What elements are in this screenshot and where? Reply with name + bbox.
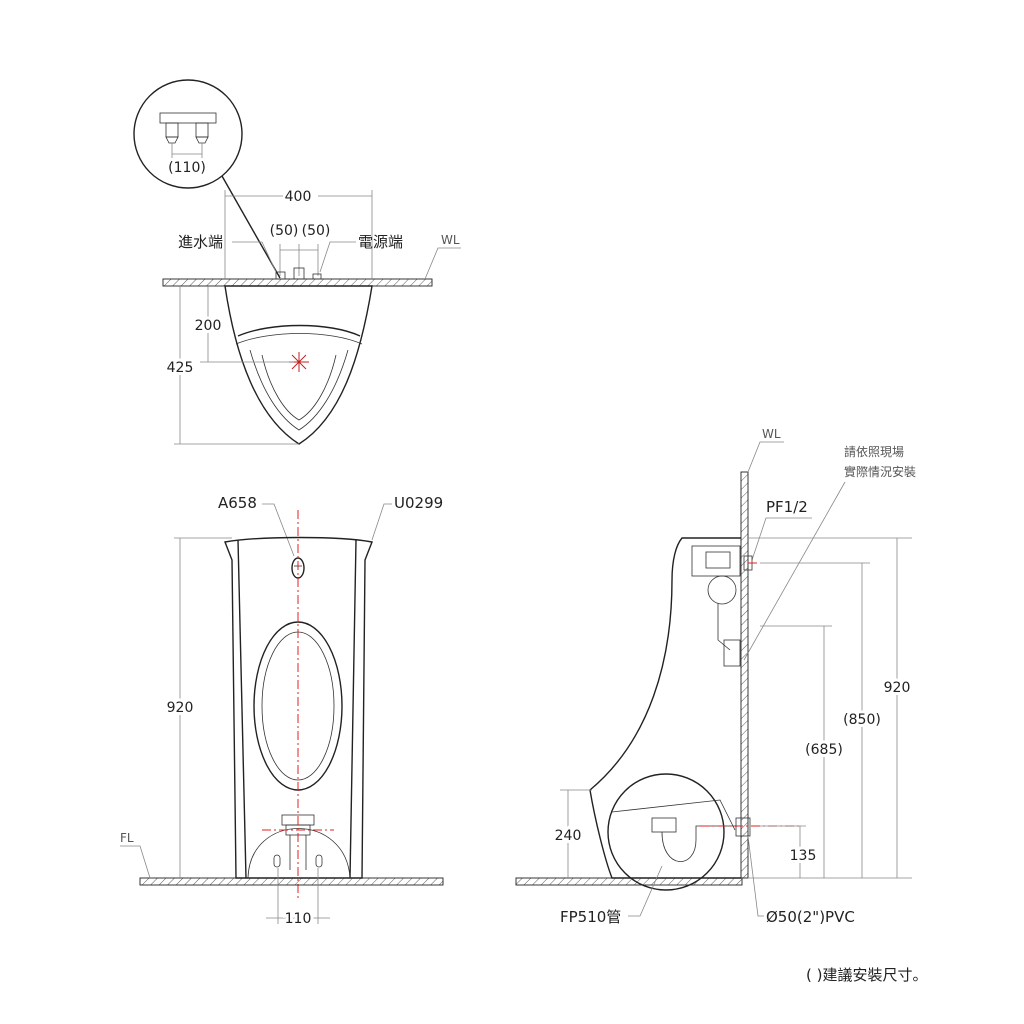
front-height-920: 920	[167, 700, 194, 716]
side-height-135: 135	[790, 848, 817, 864]
front-urinal-body	[224, 536, 373, 879]
side-view: WL 請依照現場 實際情況安裝 PF1/2 920	[515, 427, 916, 926]
part-sensor-label: A658	[218, 494, 257, 512]
side-urinal-body	[589, 537, 741, 879]
offset-left-dim: (50)	[270, 223, 299, 239]
inlet-thread-label: PF1/2	[766, 498, 808, 516]
side-height-240: 240	[555, 828, 582, 844]
depth-200-dim: 200	[195, 318, 222, 334]
front-floor	[139, 877, 444, 886]
side-floor	[515, 877, 743, 886]
width-400-dim: 400	[285, 189, 312, 205]
power-label: 電源端	[358, 233, 403, 251]
drain-pipe-label: FP510管	[560, 908, 621, 926]
top-wall-label: WL	[441, 233, 460, 247]
top-wall	[162, 278, 433, 287]
top-view: (110) WL 400 (50) (50) 進水端 電源端	[133, 79, 461, 445]
floor-label: FL	[120, 831, 134, 845]
outlet-110-dim: 110	[285, 911, 312, 927]
water-inlet-label: 進水端	[178, 233, 223, 251]
detail-circle	[133, 79, 243, 189]
side-wall	[740, 471, 749, 879]
side-height-850: (850)	[843, 712, 881, 728]
footnote: ( )建議安裝尺寸。	[806, 966, 927, 984]
top-bowl-outline	[224, 285, 373, 445]
site-note-line1: 請依照現場	[844, 444, 904, 459]
site-note-line2: 實際情況安裝	[844, 464, 916, 479]
detail-dim-label: (110)	[168, 160, 206, 176]
side-height-920: 920	[884, 680, 911, 696]
offset-right-dim: (50)	[302, 223, 331, 239]
side-wall-label: WL	[762, 427, 781, 441]
depth-425-dim: 425	[167, 360, 194, 376]
front-view: A658 U0299 FL 920 1	[120, 494, 444, 930]
side-height-685: (685)	[805, 742, 843, 758]
pvc-pipe-label: Ø50(2")PVC	[766, 908, 855, 926]
part-urinal-label: U0299	[394, 494, 443, 512]
